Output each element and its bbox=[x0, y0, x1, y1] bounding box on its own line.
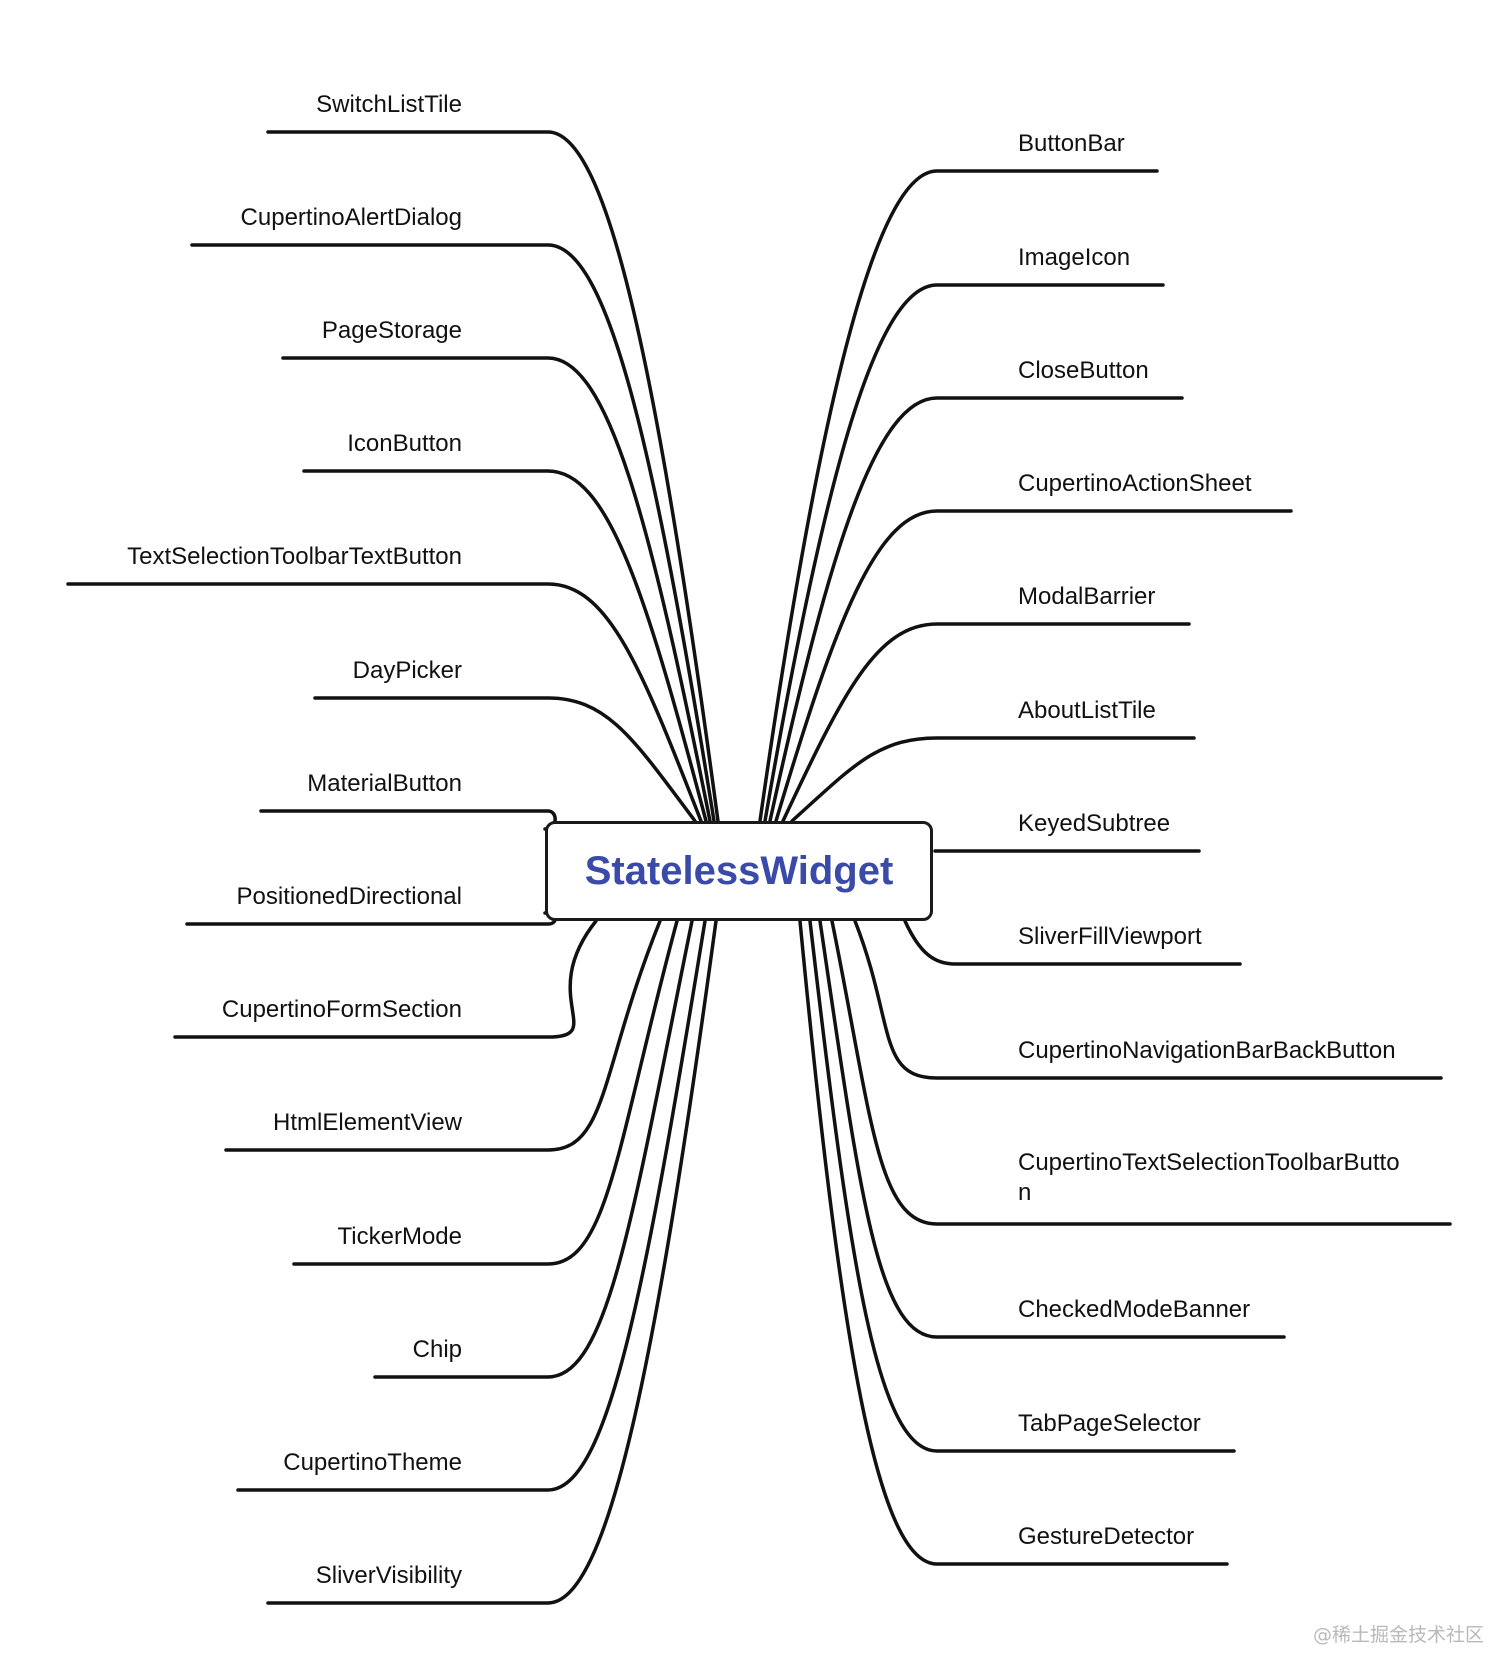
node-label-left-5[interactable]: DayPicker bbox=[352, 657, 462, 684]
node-label-left-8[interactable]: CupertinoFormSection bbox=[221, 996, 462, 1023]
connector-left-12 bbox=[236, 919, 707, 1492]
node-label-right-3-line1: CupertinoActionSheet bbox=[1018, 470, 1252, 497]
connector-left-4 bbox=[66, 582, 703, 823]
node-label-right-2[interactable]: CloseButton bbox=[1018, 356, 1149, 386]
node-label-right-9[interactable]: CupertinoTextSelectionToolbarButto n bbox=[1018, 1148, 1400, 1208]
connector-left-1 bbox=[190, 243, 716, 823]
node-label-right-9-line2: n bbox=[1018, 1179, 1032, 1206]
connector-left-8 bbox=[173, 919, 598, 1039]
node-label-right-9-line1: CupertinoTextSelectionToolbarButto bbox=[1018, 1149, 1400, 1176]
node-label-left-12[interactable]: CupertinoTheme bbox=[283, 1449, 462, 1476]
connector-right-0 bbox=[758, 169, 1159, 823]
connector-right-4 bbox=[781, 622, 1191, 823]
node-label-right-10-line1: CheckedModeBanner bbox=[1018, 1296, 1251, 1323]
connector-right-10 bbox=[818, 919, 1286, 1339]
node-label-right-4[interactable]: ModalBarrier bbox=[1018, 582, 1155, 612]
node-label-left-11[interactable]: Chip bbox=[412, 1336, 462, 1363]
connector-left-9 bbox=[224, 919, 662, 1152]
node-label-left-6[interactable]: MaterialButton bbox=[307, 770, 462, 797]
node-label-left-2[interactable]: PageStorage bbox=[321, 317, 462, 344]
connector-left-0 bbox=[266, 130, 720, 823]
connector-right-7 bbox=[903, 919, 1242, 966]
node-label-right-5[interactable]: AboutListTile bbox=[1018, 696, 1156, 726]
node-label-right-4-line1: ModalBarrier bbox=[1018, 583, 1156, 610]
node-label-left-3[interactable]: IconButton bbox=[347, 430, 462, 457]
node-label-right-5-line1: AboutListTile bbox=[1018, 697, 1156, 724]
node-label-right-8[interactable]: CupertinoNavigationBarBackButton bbox=[1018, 1036, 1396, 1066]
connector-left-7 bbox=[185, 911, 557, 926]
connector-right-8 bbox=[853, 919, 1443, 1080]
node-label-right-0-line1: ButtonBar bbox=[1018, 130, 1125, 157]
node-label-left-4[interactable]: TextSelectionToolbarTextButton bbox=[127, 543, 462, 570]
node-label-left-9[interactable]: HtmlElementView bbox=[273, 1109, 462, 1136]
node-label-right-11-line1: TabPageSelector bbox=[1018, 1410, 1201, 1437]
connector-left-5 bbox=[313, 696, 697, 823]
connector-left-2 bbox=[281, 356, 712, 823]
connector-right-1 bbox=[763, 283, 1165, 823]
connector-right-9 bbox=[830, 919, 1452, 1226]
connector-right-3 bbox=[774, 509, 1293, 823]
node-label-right-11[interactable]: TabPageSelector bbox=[1018, 1409, 1201, 1439]
connector-right-5 bbox=[790, 736, 1196, 823]
node-label-right-2-line1: CloseButton bbox=[1018, 357, 1149, 384]
node-label-right-7-line1: SliverFillViewport bbox=[1018, 923, 1202, 950]
center-node[interactable]: StatelessWidget bbox=[545, 821, 933, 921]
connector-left-3 bbox=[302, 469, 708, 823]
node-label-right-12[interactable]: GestureDetector bbox=[1018, 1522, 1194, 1552]
connector-left-6 bbox=[259, 809, 557, 831]
node-label-left-0[interactable]: SwitchListTile bbox=[316, 91, 462, 118]
node-label-right-8-line1: CupertinoNavigationBarBackButton bbox=[1018, 1037, 1396, 1064]
watermark: @稀土掘金技术社区 bbox=[1312, 1624, 1484, 1646]
node-label-left-7[interactable]: PositionedDirectional bbox=[236, 883, 462, 910]
connector-left-11 bbox=[373, 919, 694, 1379]
node-label-left-13[interactable]: SliverVisibility bbox=[315, 1562, 462, 1589]
connector-left-10 bbox=[292, 919, 679, 1266]
node-label-right-7[interactable]: SliverFillViewport bbox=[1018, 922, 1202, 952]
node-label-right-6-line1: KeyedSubtree bbox=[1018, 810, 1171, 837]
node-label-right-0[interactable]: ButtonBar bbox=[1018, 129, 1125, 159]
center-node-label: StatelessWidget bbox=[584, 848, 894, 893]
node-label-right-12-line1: GestureDetector bbox=[1018, 1523, 1195, 1550]
connector-left-13 bbox=[266, 919, 718, 1605]
node-label-left-1[interactable]: CupertinoAlertDialog bbox=[240, 204, 462, 231]
connector-right-11 bbox=[808, 919, 1236, 1453]
node-label-right-1-line1: ImageIcon bbox=[1018, 244, 1131, 271]
node-label-right-1[interactable]: ImageIcon bbox=[1018, 243, 1130, 273]
node-label-right-6[interactable]: KeyedSubtree bbox=[1018, 809, 1170, 839]
node-label-right-3[interactable]: CupertinoActionSheet bbox=[1018, 469, 1251, 499]
connector-right-2 bbox=[768, 396, 1184, 823]
node-label-right-10[interactable]: CheckedModeBanner bbox=[1018, 1295, 1250, 1325]
node-label-left-10[interactable]: TickerMode bbox=[337, 1223, 462, 1250]
connector-right-12 bbox=[798, 919, 1229, 1566]
